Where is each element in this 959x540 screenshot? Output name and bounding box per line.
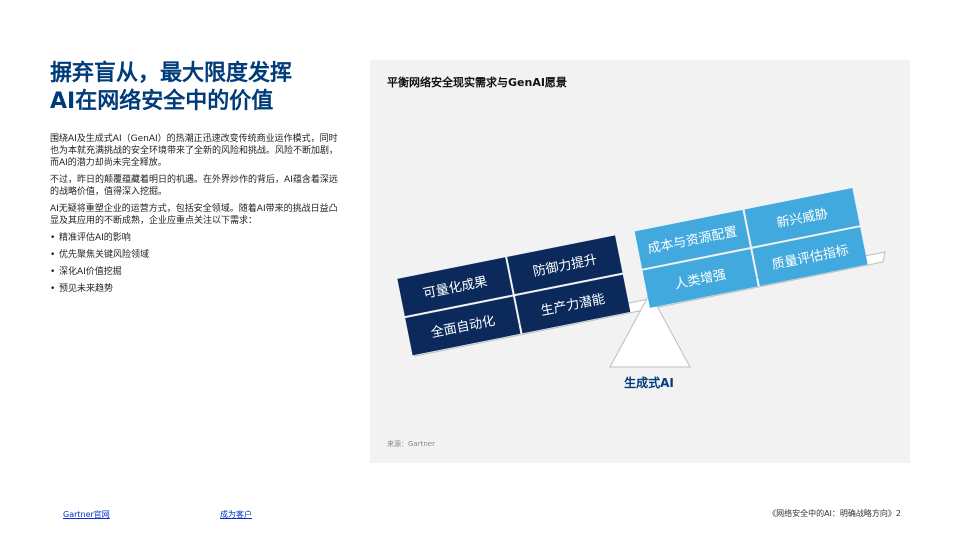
left-box-productivity: 生产力潜能 — [515, 274, 631, 334]
fulcrum-label: 生成式AI — [624, 375, 674, 390]
page-title-line2: AI在网络安全中的价值 — [50, 89, 274, 114]
right-box-cost: 成本与资源配置 — [634, 209, 750, 269]
needs-list: 精准评估AI的影响 优先聚焦关键风险领域 深化AI价值挖掘 预见未来趋势 — [50, 232, 340, 295]
intro-text: 围绕AI及生成式AI（GenAI）的热潮正迅速改变传统商业运作模式，同时也为本就… — [50, 133, 340, 300]
become-client-link[interactable]: 成为客户 — [220, 510, 252, 519]
right-box-quality: 质量评估指标 — [752, 227, 868, 286]
list-item: 深化AI价值挖掘 — [50, 266, 340, 278]
left-box-group: 可量化成果 防御力提升 全面自动化 生产力潜能 — [397, 235, 631, 356]
fulcrum-triangle — [609, 291, 691, 368]
right-box-augmentation: 人类增强 — [642, 249, 758, 308]
panel-title: 平衡网络安全现实需求与GenAI愿景 — [387, 76, 567, 89]
paragraph-2: 不过，昨日的颠覆蕴藏着明日的机遇。在外界炒作的背后，AI蕴含着深远的战略价值，值… — [50, 175, 338, 197]
balance-diagram: 可量化成果 防御力提升 全面自动化 生产力潜能 成本与资源配置 — [397, 187, 886, 390]
page-title-line1: 摒弃盲从，最大限度发挥 — [50, 61, 293, 86]
diagram-panel: 平衡网络安全现实需求与GenAI愿景 可量化成果 防御力提升 全面自动化 生产力… — [370, 60, 910, 463]
left-box-quantifiable: 可量化成果 — [397, 257, 513, 317]
right-box-threats: 新兴威胁 — [744, 187, 860, 247]
list-item: 预见未来趋势 — [50, 283, 340, 295]
left-box-automation: 全面自动化 — [405, 296, 521, 356]
paragraph-1: 围绕AI及生成式AI（GenAI）的热潮正迅速改变传统商业运作模式，同时也为本就… — [50, 134, 339, 168]
left-box-defense: 防御力提升 — [507, 235, 623, 295]
source-note: 来源：Gartner — [387, 440, 435, 448]
right-box-group: 成本与资源配置 新兴威胁 人类增强 质量评估指标 — [634, 187, 868, 308]
paragraph-3: AI无疑将重塑企业的运营方式，包括安全领域。随着AI带来的挑战日益凸显及其应用的… — [50, 204, 338, 226]
page-title: 摒弃盲从，最大限度发挥 AI在网络安全中的价值 — [50, 60, 350, 116]
gartner-site-link[interactable]: Gartner官网 — [63, 510, 110, 519]
list-item: 精准评估AI的影响 — [50, 232, 340, 244]
list-item: 优先聚焦关键风险领域 — [50, 249, 340, 261]
footer-page-label: 《网络安全中的AI：明确战略方向》2 — [768, 509, 901, 518]
